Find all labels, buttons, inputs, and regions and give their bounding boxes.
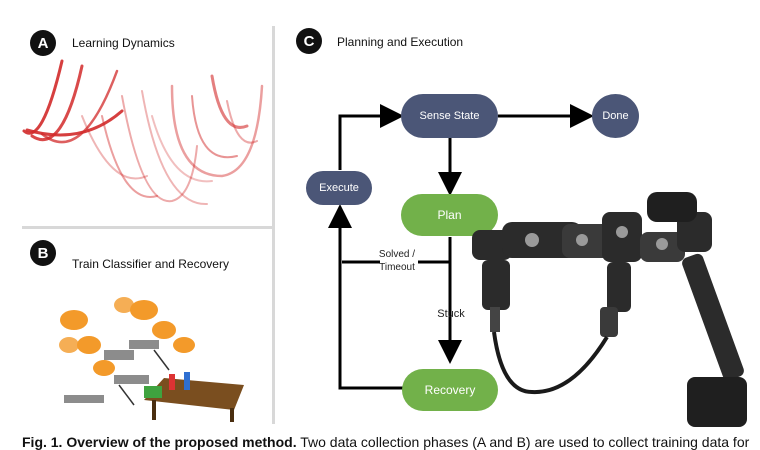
panel-c-title: Planning and Execution (337, 35, 464, 49)
robot-arm-photo (472, 192, 747, 427)
panel-b-title: Train Classifier and Recovery (72, 257, 229, 271)
learning-dynamics-illustration (22, 59, 264, 206)
vertical-divider (272, 26, 275, 424)
edge-label-stuck: Stuck (437, 308, 465, 320)
panel-a-badge: A (30, 30, 56, 56)
flow-node-sense-state: Sense State (401, 94, 498, 138)
edge-label-solved-timeout: Solved / Timeout (378, 249, 416, 273)
flow-node-done: Done (592, 94, 639, 138)
flow-node-execute: Execute (306, 171, 372, 205)
caption-text: Two data collection phases (A and B) are… (296, 434, 750, 450)
horizontal-divider (22, 226, 274, 229)
flow-node-recovery: Recovery (402, 369, 498, 411)
figure-caption: Fig. 1. Overview of the proposed method.… (22, 434, 760, 450)
flowchart-edges (328, 104, 594, 390)
panel-b-badge: B (30, 240, 56, 266)
caption-label: Fig. 1. Overview of the proposed method. (22, 434, 297, 450)
robot-simulation-illustration (59, 297, 244, 422)
panel-c-badge: C (296, 28, 322, 54)
panel-a-title: Learning Dynamics (72, 36, 175, 50)
flow-node-plan: Plan (401, 194, 498, 236)
